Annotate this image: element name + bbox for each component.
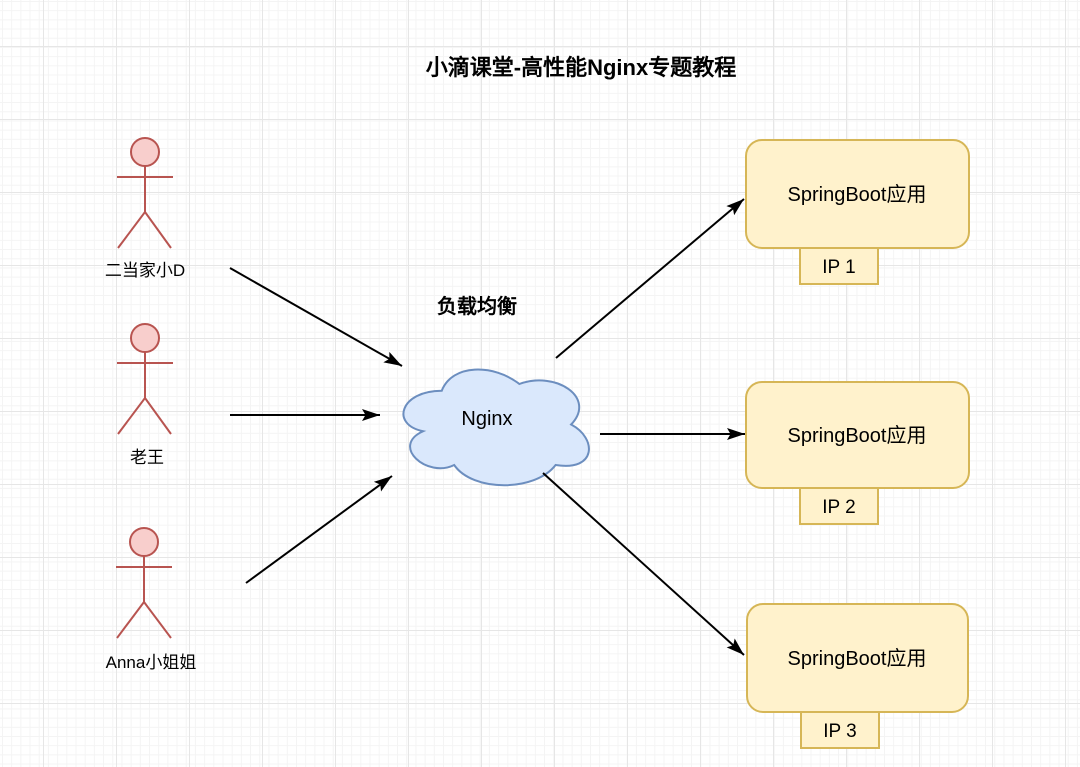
ip-tab [800,711,880,749]
server-box [746,603,969,713]
user-actor-icon [117,137,173,249]
actor-head [130,323,160,353]
load-balancer-caption: 负载均衡 [437,294,517,318]
user-label: Anna小姐姐 [106,653,197,672]
edges-users-to-nginx [229,267,403,584]
arrow-nginx-to-server1 [555,198,745,359]
server-label: SpringBoot应用 [788,183,927,206]
server-box [745,381,970,489]
user-label: 老王 [130,448,164,467]
nginx-label: Nginx [461,408,512,430]
ip-label: IP 3 [823,721,856,742]
server-label: SpringBoot应用 [788,647,927,670]
user-actor-icon [116,527,172,639]
arrow-user3-to-nginx [245,475,393,584]
cloud-icon [402,368,590,487]
arrow-user1-to-nginx [229,267,403,367]
edges-nginx-to-servers [542,198,745,656]
nginx-cloud-node: Nginx [402,368,590,487]
actor-head [130,137,160,167]
server-node: SpringBoot应用 IP 1 [745,139,970,285]
server-label: SpringBoot应用 [788,424,927,447]
user-label: 二当家小D [105,261,185,280]
ip-tab [799,487,879,525]
server-node: SpringBoot应用 IP 2 [745,381,970,525]
arrow-nginx-to-server3 [542,472,745,656]
ip-label: IP 1 [822,257,855,278]
actor-head [129,527,159,557]
server-node: SpringBoot应用 IP 3 [746,603,969,749]
page-title: 小滴课堂-高性能Nginx专题教程 [426,55,736,80]
ip-label: IP 2 [822,497,855,518]
server-box [745,139,970,249]
user-actor-icon [117,323,173,435]
